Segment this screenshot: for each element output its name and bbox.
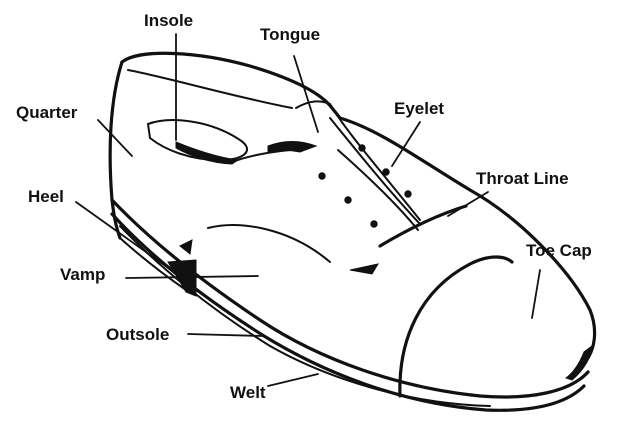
label-toe-cap: Toe Cap xyxy=(526,241,592,260)
eyelet-dot xyxy=(405,191,411,197)
label-heel: Heel xyxy=(28,187,64,206)
label-throat-line: Throat Line xyxy=(476,169,569,188)
vamp-leader xyxy=(126,276,258,278)
label-quarter: Quarter xyxy=(16,103,78,122)
label-welt: Welt xyxy=(230,383,266,402)
label-tongue: Tongue xyxy=(260,25,320,44)
label-outsole: Outsole xyxy=(106,325,169,344)
welt-leader xyxy=(268,374,318,386)
quarter-leader xyxy=(98,120,132,156)
label-vamp: Vamp xyxy=(60,265,105,284)
eyelet-dot xyxy=(359,145,365,151)
vamp-notch xyxy=(350,264,378,274)
shoe-illustration xyxy=(110,53,594,410)
shoe-heel-back xyxy=(110,62,122,238)
toe-cap-seam xyxy=(400,257,512,396)
part-labels: Insole Tongue Quarter Eyelet Heel Throat… xyxy=(16,11,592,402)
label-insole: Insole xyxy=(144,11,193,30)
eyelet-dot xyxy=(319,173,325,179)
sole-upper-edge xyxy=(112,200,588,397)
heel-notch xyxy=(180,240,192,254)
welt-line xyxy=(120,226,490,406)
toe-cap-tip xyxy=(566,346,592,380)
shoe-upper-outline xyxy=(122,53,595,362)
toe-cap-leader xyxy=(532,270,540,318)
tongue-shadow xyxy=(268,142,316,153)
throat-line-leader xyxy=(448,192,488,216)
label-eyelet: Eyelet xyxy=(394,99,444,118)
lace-line xyxy=(338,150,418,230)
vamp-seam xyxy=(208,225,330,262)
eyelet-dot xyxy=(371,221,377,227)
eyelet-dot xyxy=(383,169,389,175)
eyelet-dot xyxy=(345,197,351,203)
shoe-collar-opening xyxy=(128,70,292,108)
insole-shadow xyxy=(176,142,238,164)
